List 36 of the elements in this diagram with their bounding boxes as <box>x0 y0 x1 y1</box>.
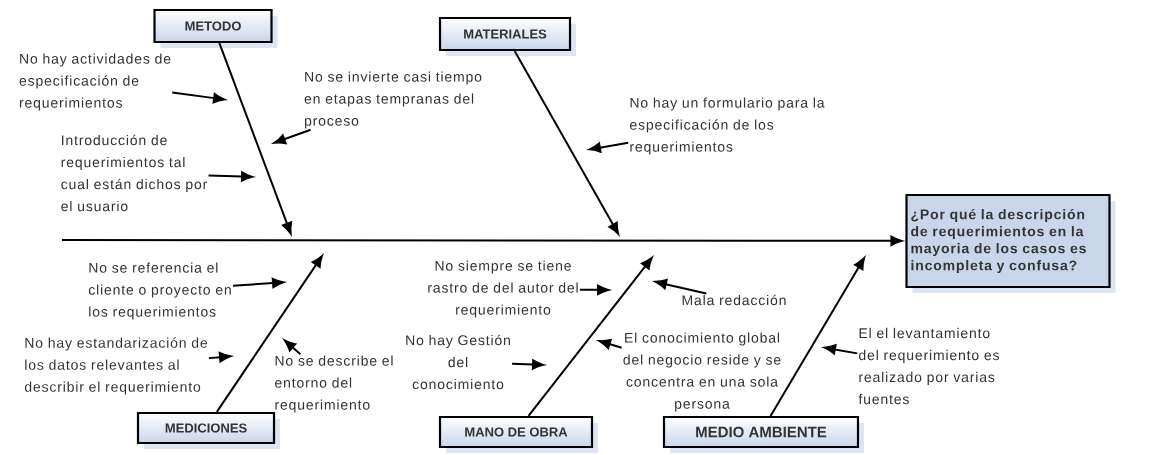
category-box: MEDIO AMBIENTE <box>662 415 864 453</box>
arrow <box>231 277 285 289</box>
arrow <box>207 352 232 363</box>
cause-text: No siempre se tiene rastro de del autor del requerimiento <box>428 260 578 318</box>
bone-arrow <box>218 42 293 235</box>
bone-arrow <box>527 257 653 417</box>
category-box: METODO <box>153 8 278 48</box>
effect-box: ¿Por qué la descripción de requerimientos en la mayoria de los casos es incompleta y confusa? <box>905 193 1116 293</box>
arrow <box>171 91 226 104</box>
arrow <box>598 339 623 350</box>
category-box: MEDICIONES <box>136 411 280 449</box>
arrow <box>273 128 312 145</box>
arrow <box>578 284 610 296</box>
cause-text: No se invierte casi tiempo en etapas tempranas del proceso <box>304 71 482 129</box>
cause-text: No hay un formulario para la especificación de los requerimientos <box>630 97 825 155</box>
category-box: MANO DE OBRA <box>438 415 598 453</box>
arrow <box>823 344 859 355</box>
arrow <box>283 339 302 356</box>
cause-text: No se describe el entorno del requerimiento <box>275 355 393 413</box>
arrow <box>654 279 708 295</box>
cause-text: El el levantamiento del requerimiento es realizado por varias fuentes <box>858 327 999 405</box>
cause-text: Mala redacción <box>682 294 786 306</box>
cause-text: No hay estandarización de los datos relevantes al describir el requerimiento <box>24 337 208 395</box>
bone-arrow <box>513 50 620 235</box>
category-box: MATERIALES <box>438 16 576 56</box>
cause-text: Introducción de requerimientos tal cual están dichos por el usuario <box>61 134 208 212</box>
bone-arrow <box>215 255 323 413</box>
bone-arrow <box>769 257 865 417</box>
arrow <box>588 141 630 153</box>
cause-text: No se referencia el cliente o proyecto en los requerimientos <box>88 262 231 320</box>
cause-text: No hay actividades de especificación de requerimientos <box>19 53 171 111</box>
arrow <box>207 171 254 182</box>
arrow <box>511 359 545 370</box>
cause-text: El conocimiento global del negocio reside y se concentra en una sola persona <box>623 332 781 412</box>
cause-text: No hay Gestión del conocimiento <box>406 334 510 390</box>
spine-arrow <box>61 235 903 247</box>
